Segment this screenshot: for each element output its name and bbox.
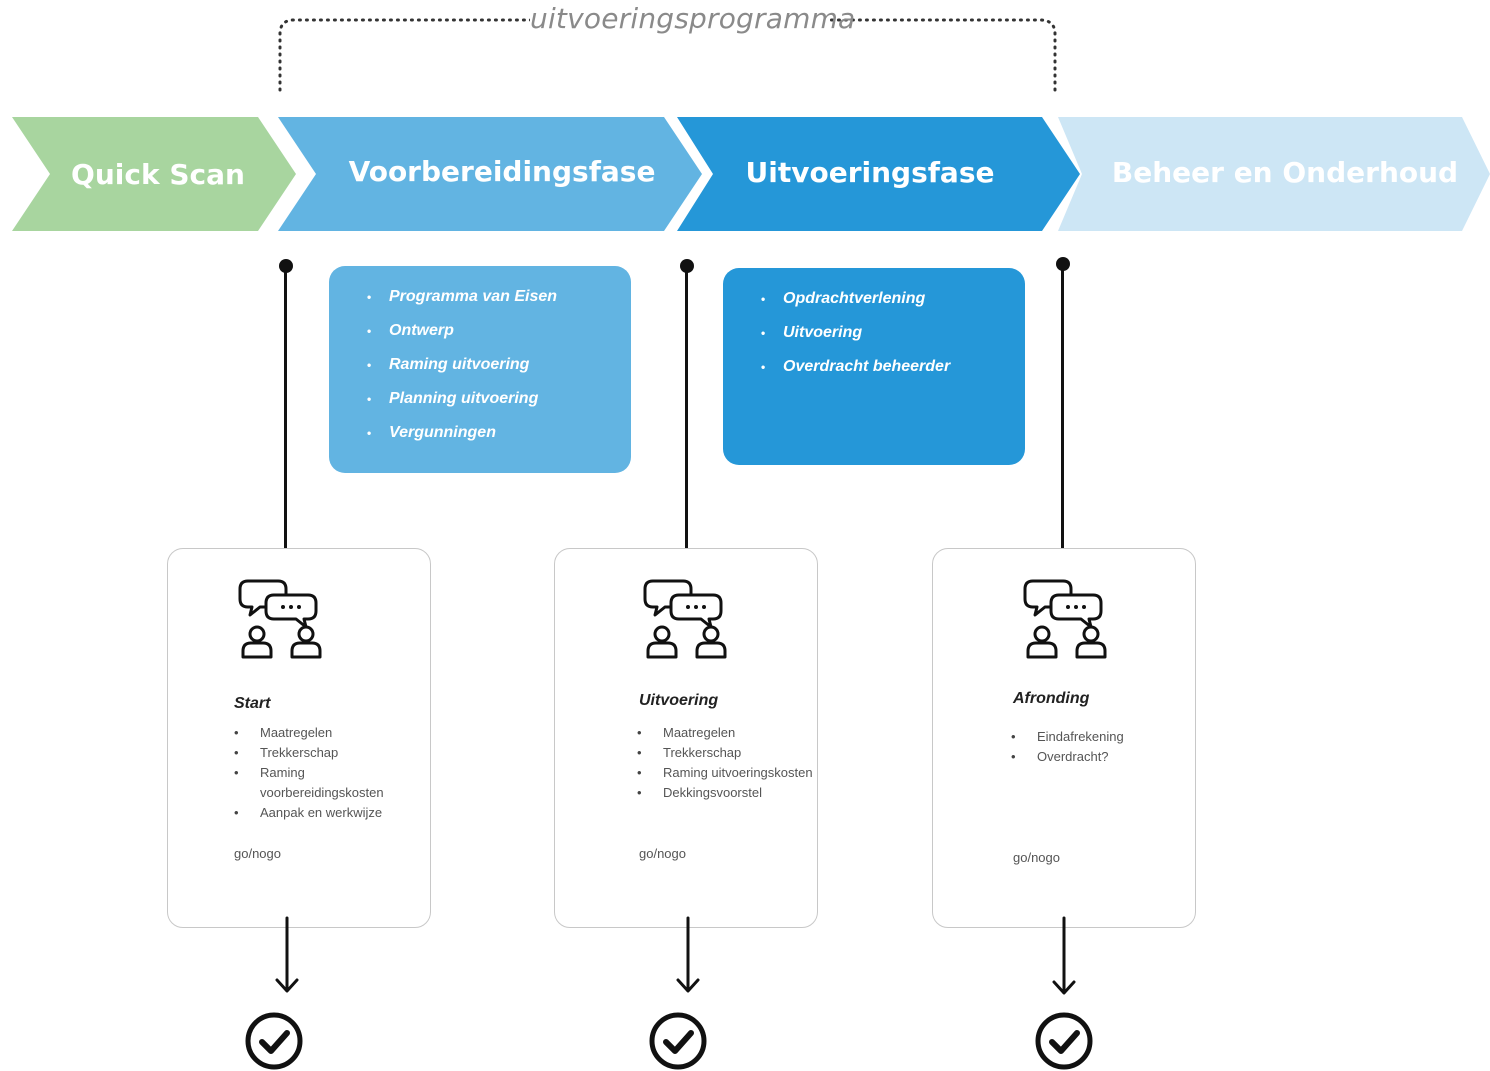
arrow-down-icon (676, 916, 700, 993)
phase-chevron-uitvoering (677, 117, 1080, 231)
meeting-icon (643, 579, 727, 659)
subtask-item: Programma van Eisen (367, 280, 631, 314)
gate-item: Raming uitvoeringskosten (637, 763, 817, 783)
gate-footer: go/nogo (234, 846, 281, 861)
phase-chevron-beheer (1058, 117, 1490, 231)
gate-title: Afronding (1013, 690, 1090, 707)
subtask-box-voorbereiding: Programma van Eisen Ontwerp Raming uitvo… (329, 266, 631, 473)
program-label: uitvoeringsprogramma (530, 2, 856, 35)
phase-chevron-quick-scan (12, 117, 296, 231)
gate-item: Overdracht? (1011, 747, 1191, 767)
meeting-icon (1023, 579, 1107, 659)
gate-title: Start (234, 695, 271, 712)
gate-item: Trekkerschap (234, 743, 414, 763)
gate-stem-afronding (1061, 264, 1064, 549)
subtask-item: Opdrachtverlening (761, 282, 1025, 316)
gate-item: Dekkingsvoorstel (637, 783, 817, 803)
arrow-down-icon (1052, 916, 1076, 995)
subtask-item: Planning uitvoering (367, 382, 631, 416)
gate-item: Raming voorbereidingskosten (234, 763, 414, 803)
phase-chevron-voorbereiding (278, 117, 702, 231)
gate-card-afronding: Afronding Eindafrekening Overdracht? go/… (932, 548, 1196, 928)
gate-item: Aanpak en werkwijze (234, 803, 414, 823)
check-circle-icon (649, 1012, 707, 1070)
subtask-box-uitvoering: Opdrachtverlening Uitvoering Overdracht … (723, 268, 1025, 465)
gate-item: Eindafrekening (1011, 727, 1191, 747)
gate-item: Maatregelen (637, 723, 817, 743)
check-circle-icon (1035, 1012, 1093, 1070)
subtask-item: Ontwerp (367, 314, 631, 348)
meeting-icon (238, 579, 322, 659)
gate-card-uitvoering: Uitvoering Maatregelen Trekkerschap Rami… (554, 548, 818, 928)
phase-arrows (12, 117, 1490, 231)
subtask-item: Uitvoering (761, 316, 1025, 350)
gate-footer: go/nogo (639, 846, 686, 861)
check-circle-icon (245, 1012, 303, 1070)
arrow-down-icon (275, 916, 299, 993)
gate-footer: go/nogo (1013, 850, 1060, 865)
phase-label-voorbereidingsfase: Voorbereidingsfase (348, 155, 656, 188)
gate-item: Trekkerschap (637, 743, 817, 763)
phase-label-beheer-en-onderhoud: Beheer en Onderhoud (1111, 156, 1459, 189)
gate-item: Maatregelen (234, 723, 414, 743)
phase-label-uitvoeringsfase: Uitvoeringsfase (745, 156, 995, 189)
subtask-item: Vergunningen (367, 416, 631, 450)
gate-stem-start (284, 266, 287, 549)
gate-title: Uitvoering (639, 692, 719, 709)
gate-stem-uitvoering (685, 266, 688, 549)
subtask-item: Raming uitvoering (367, 348, 631, 382)
program-bracket (278, 18, 1057, 92)
phase-label-quick-scan: Quick Scan (71, 158, 245, 191)
subtask-item: Overdracht beheerder (761, 350, 1025, 384)
gate-card-start: Start Maatregelen Trekkerschap Raming vo… (167, 548, 431, 928)
